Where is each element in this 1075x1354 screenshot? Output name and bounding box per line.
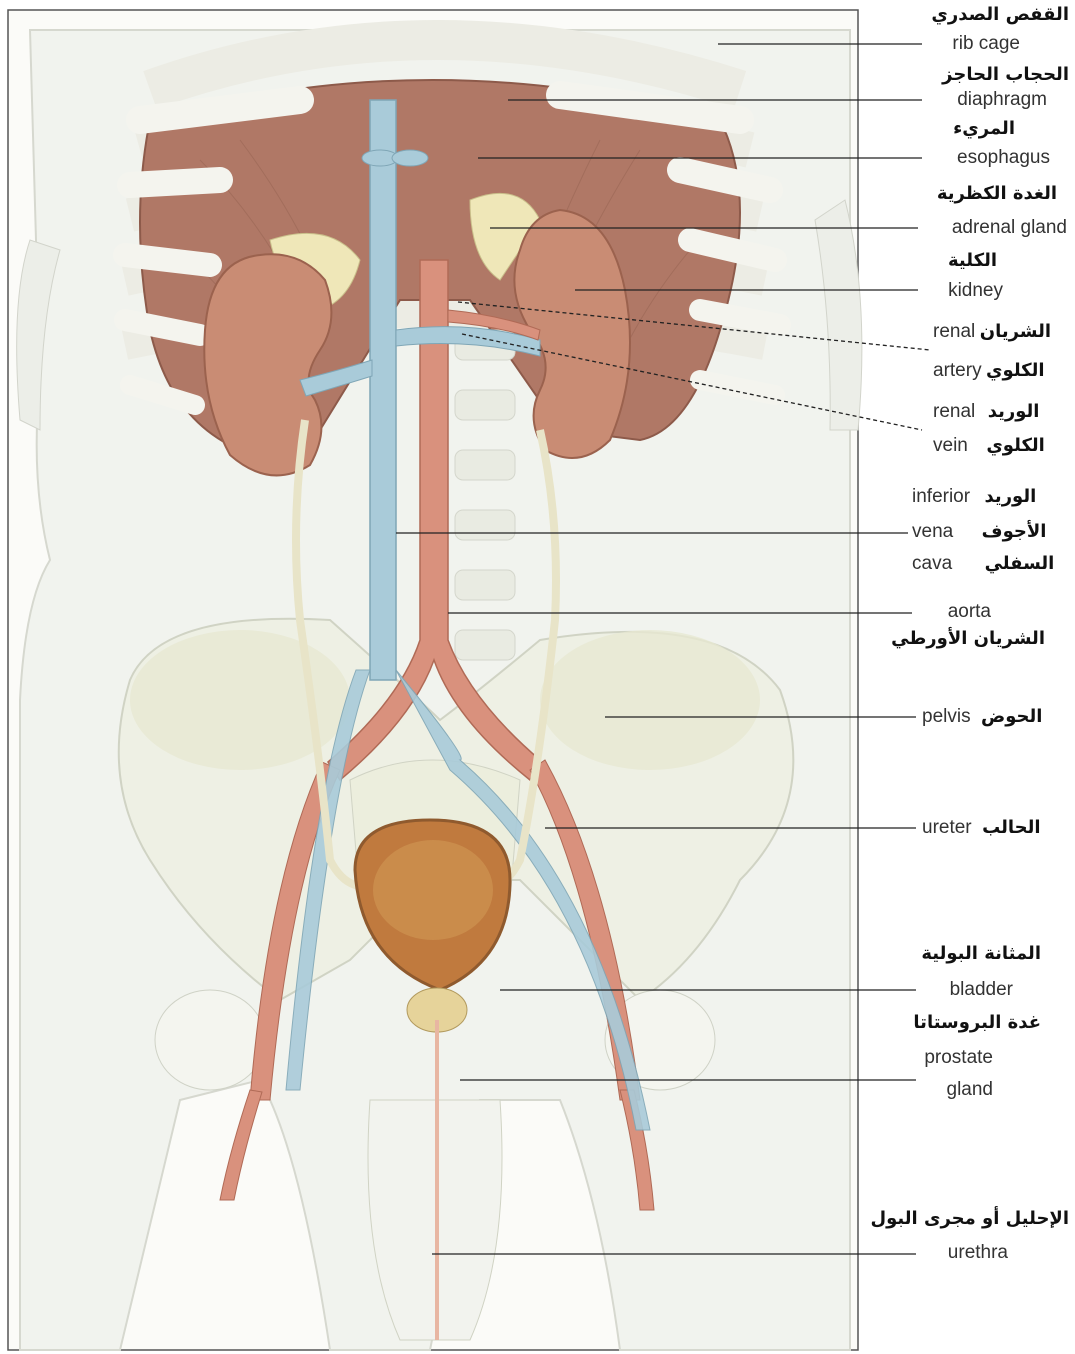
right-hip-joint [155, 990, 265, 1090]
label-renal-artery: renal الشريان [933, 322, 1051, 341]
label-esophagus-en: esophagus [957, 148, 1050, 167]
label-renal-vein-ar1: الوريد [988, 401, 1040, 422]
label-ivc-ar3: السفلي [985, 553, 1055, 574]
label-bladder-en: bladder [950, 980, 1013, 999]
label-aorta-ar: الشريان الأورطي [891, 630, 1045, 648]
label-renal-vein-en1: renal [933, 401, 975, 422]
label-diaphragm-en: diaphragm [957, 90, 1047, 109]
label-renal-vein-2: vein الكلوي [933, 436, 1045, 455]
label-rib-cage-en: rib cage [952, 34, 1020, 53]
inferior-vena-cava [370, 100, 396, 680]
label-renal-vein-en2: vein [933, 435, 968, 456]
bladder-interior [373, 840, 493, 940]
label-renal-artery-ar1: الشريان [980, 321, 1051, 342]
label-ivc-2: vena الأجوف [912, 522, 1046, 541]
label-ivc-en3: cava [912, 553, 952, 574]
label-adrenal-gland-en: adrenal gland [952, 218, 1067, 237]
label-ureter-en: ureter [922, 817, 972, 838]
right-kidney [204, 254, 331, 475]
label-ureter: ureter الحالب [922, 818, 1041, 837]
label-rib-cage-ar: القفص الصدري [931, 6, 1069, 24]
label-renal-vein-ar2: الكلوي [986, 435, 1045, 456]
label-diaphragm-ar: الحجاب الحاجز [942, 66, 1069, 84]
label-kidney-en: kidney [948, 281, 1003, 300]
label-pelvis-en: pelvis [922, 706, 971, 727]
label-aorta-en: aorta [948, 602, 991, 621]
label-renal-artery-2: artery الكلوي [933, 361, 1045, 380]
label-prostate-en1: prostate [924, 1048, 993, 1067]
label-prostate-ar: غدة البروستاتا [913, 1014, 1041, 1032]
label-adrenal-gland-ar: الغدة الكظرية [937, 185, 1057, 203]
label-ivc-1: inferior الوريد [912, 487, 1036, 506]
label-kidney-ar: الكلية [948, 252, 997, 270]
label-ivc-ar2: الأجوف [982, 521, 1047, 542]
label-ivc-en2: vena [912, 521, 953, 542]
label-urethra-ar: الإحليل أو مجرى البول [871, 1210, 1069, 1228]
label-renal-vein: renal الوريد [933, 402, 1039, 421]
label-esophagus-ar: المريء [953, 120, 1015, 138]
label-bladder-ar: المثانة البولية [921, 945, 1041, 963]
label-urethra-en: urethra [948, 1243, 1008, 1262]
label-renal-artery-ar2: الكلوي [986, 360, 1045, 381]
label-pelvis: pelvis الحوض [922, 707, 1042, 726]
label-prostate-en2: gland [947, 1080, 994, 1099]
left-iliac [540, 630, 760, 770]
label-ureter-ar: الحالب [982, 817, 1040, 838]
label-ivc-3: cava السفلي [912, 554, 1054, 573]
label-ivc-en1: inferior [912, 486, 970, 507]
label-ivc-ar1: الوريد [985, 486, 1037, 507]
label-renal-artery-en2: artery [933, 360, 982, 381]
label-renal-artery-en1: renal [933, 321, 975, 342]
label-pelvis-ar: الحوض [981, 706, 1042, 727]
